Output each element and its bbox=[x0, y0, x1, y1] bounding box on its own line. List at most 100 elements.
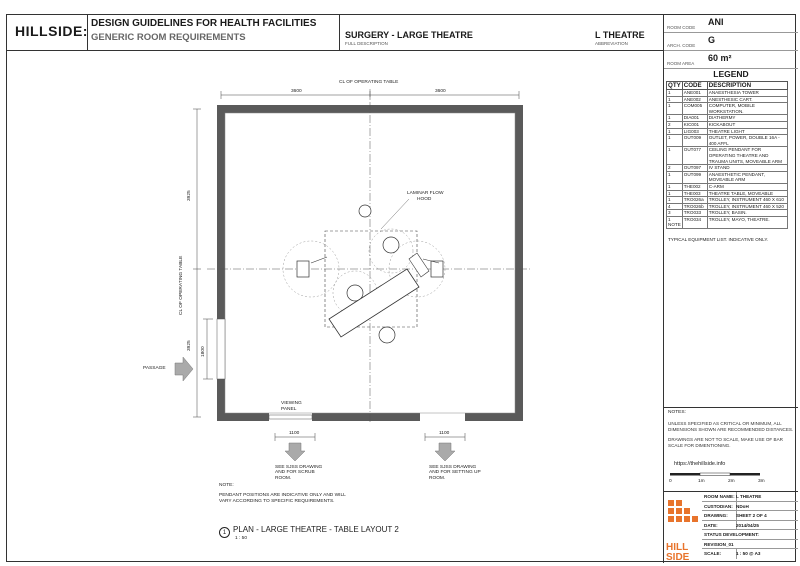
legend-description: CEILING PENDANT FOR OPERATING THEATRE AN… bbox=[706, 146, 789, 166]
plan-note-heading: NOTE: bbox=[219, 483, 234, 488]
title-row-scale: SCALE:1 : 50 @ A3 bbox=[702, 549, 798, 559]
legend-code: OUT099 bbox=[681, 170, 708, 184]
legend-header-description: DESCRIPTION bbox=[706, 81, 789, 90]
centerline-label-horizontal: CL OF OPERATING TABLE bbox=[339, 80, 399, 85]
floor-plan-drawing bbox=[174, 89, 532, 462]
legend-qty: 2 bbox=[666, 164, 683, 172]
legend-description: KICKABOUT bbox=[706, 120, 789, 129]
legend-description: DIATHERMY bbox=[706, 114, 789, 122]
title-row-drawing: DRAWING:SHEET 2 OF 4 bbox=[702, 511, 798, 521]
legend-qty: 1 bbox=[666, 127, 683, 136]
notes-heading: NOTES: bbox=[668, 410, 686, 415]
dim-door-right: 1100 bbox=[439, 431, 450, 436]
dim-left-lower: 3925 bbox=[187, 340, 192, 351]
title-key: DRAWING: bbox=[704, 513, 728, 518]
title-value: NDoH bbox=[736, 503, 749, 509]
title-row-revision: REVISION_01 bbox=[702, 540, 798, 549]
legend-description: THEATRE TABLE, MOVEABLE bbox=[706, 189, 789, 198]
legend-description: TROLLEY, BASIN. bbox=[706, 209, 789, 217]
drawing-sheet: HILLSIDE: DESIGN GUIDELINES FOR HEALTH F… bbox=[6, 14, 798, 563]
laminar-flow-label-2: HOOD bbox=[417, 197, 432, 202]
room-abbreviation: L THEATRE bbox=[595, 30, 645, 40]
room-full-name: SURGERY - LARGE THEATRE bbox=[345, 30, 473, 40]
legend-qty: 1 bbox=[666, 182, 683, 191]
scale-tick-0: 0 bbox=[669, 479, 672, 484]
room-code-value: ANI bbox=[708, 17, 724, 27]
bar-scale bbox=[670, 472, 760, 476]
legend-qty: 1 bbox=[666, 102, 683, 116]
legend-description: TROLLEY, MAYO, THEATRE. bbox=[706, 215, 789, 230]
logo-text-side: SIDE bbox=[666, 552, 690, 563]
legend-title: LEGEND bbox=[713, 69, 749, 79]
hillside-logo: HILL SIDE bbox=[666, 498, 702, 563]
title-key: DATE: bbox=[704, 522, 718, 528]
legend-header-row: QTY CODE DESCRIPTION bbox=[666, 81, 789, 90]
legend-qty: 1 bbox=[666, 170, 683, 184]
arch-code-row: ARCH. CODE G bbox=[664, 33, 798, 51]
legend-code: OUT097 bbox=[681, 164, 708, 172]
sheet-header: HILLSIDE: DESIGN GUIDELINES FOR HEALTH F… bbox=[7, 15, 797, 51]
legend-description: ANESTHESIC CART. bbox=[706, 95, 789, 104]
legend-description: TROLLEY, INSTRUMENT 460 X 520 bbox=[706, 202, 789, 211]
title-value: L THEATRE bbox=[736, 494, 762, 499]
legend-code: OUT009 bbox=[681, 134, 708, 148]
legend-description: OUTLET, POWER, DOUBLE 16A - 400 AFFL bbox=[706, 134, 789, 148]
plan-note-body: PENDANT POSITIONS ARE INDICATIVE ONLY AN… bbox=[219, 493, 346, 504]
legend-qty: 4 bbox=[666, 202, 683, 211]
notes-box: NOTES: UNLESS SPECIFIED AS CRITICAL OR M… bbox=[664, 407, 798, 491]
room-code-label: ROOM CODE bbox=[667, 25, 696, 30]
legend-description: THEATRE LIGHT bbox=[706, 127, 789, 136]
arch-code-value: G bbox=[708, 35, 716, 45]
title-key: STATUS DEVELOPMENT: bbox=[704, 532, 759, 537]
legend-code: TRO034 bbox=[681, 215, 708, 230]
title-value: 2014/04/25 bbox=[736, 522, 759, 528]
dim-top-left: 3600 bbox=[291, 89, 302, 94]
legend-code: TRO033 bbox=[681, 209, 708, 217]
centerline-label-vertical: CL OF OPERATING TABLE bbox=[179, 255, 184, 315]
legend-description: COMPUTER, MOBILE WORKSTATION. bbox=[706, 102, 789, 116]
room-code-row: ROOM CODE ANI bbox=[664, 15, 798, 33]
plan-title: PLAN - LARGE THEATRE - TABLE LAYOUT 2 bbox=[233, 525, 399, 534]
legend-description: ANAESTHESIA TOWER bbox=[706, 89, 789, 97]
title-row-status: STATUS DEVELOPMENT: bbox=[702, 530, 798, 540]
legend-code: TRO026b bbox=[681, 202, 708, 211]
legend-qty: 1 bbox=[666, 95, 683, 104]
title-row-date: DATE: 2014/04/25 bbox=[702, 520, 798, 530]
legend-qty: 1 bbox=[666, 89, 683, 97]
legend-code: COM005 bbox=[681, 102, 708, 116]
notes-dimensions: UNLESS SPECIFIED AS CRITICAL OR MINIMUM,… bbox=[668, 421, 794, 432]
guideline-subtitle: GENERIC ROOM REQUIREMENTS bbox=[91, 32, 246, 43]
right-info-panel: ROOM CODE ANI ARCH. CODE G ROOM AREA 60 … bbox=[663, 15, 798, 563]
legend-code: LIG003 bbox=[681, 127, 708, 136]
plan-scale: 1 : 50 bbox=[235, 536, 248, 541]
title-key: ROOM NAME: bbox=[704, 494, 735, 499]
legend-qty: 2 bbox=[666, 120, 683, 129]
dim-left-upper: 3925 bbox=[187, 190, 192, 201]
legend-qty: 1 bbox=[666, 196, 683, 204]
scale-tick-3m: 3m bbox=[758, 479, 765, 484]
scale-tick-2m: 2m bbox=[728, 479, 735, 484]
notes-scale: DRAWINGS ARE NOT TO SCALE, MAKE USE OF B… bbox=[668, 437, 783, 448]
legend-code: THE003 bbox=[681, 189, 708, 198]
dim-door-left: 1100 bbox=[289, 431, 300, 436]
viewing-panel-label: VIEWING bbox=[281, 401, 302, 406]
title-block-fields: ROOM NAME:L THEATRE CUSTODIAN:NDoH DRAWI… bbox=[702, 492, 798, 559]
ref-setting-up-room: SEE SJSS DRAWING AND FOR SETTING UP ROOM… bbox=[429, 465, 481, 481]
title-key: CUSTODIAN: bbox=[704, 503, 733, 509]
website-link[interactable]: https://thehillside.info bbox=[674, 461, 726, 467]
legend-qty: 1 NOTE bbox=[666, 215, 683, 230]
legend-code: THE002 bbox=[681, 182, 708, 191]
title-key: SCALE: bbox=[704, 551, 722, 556]
